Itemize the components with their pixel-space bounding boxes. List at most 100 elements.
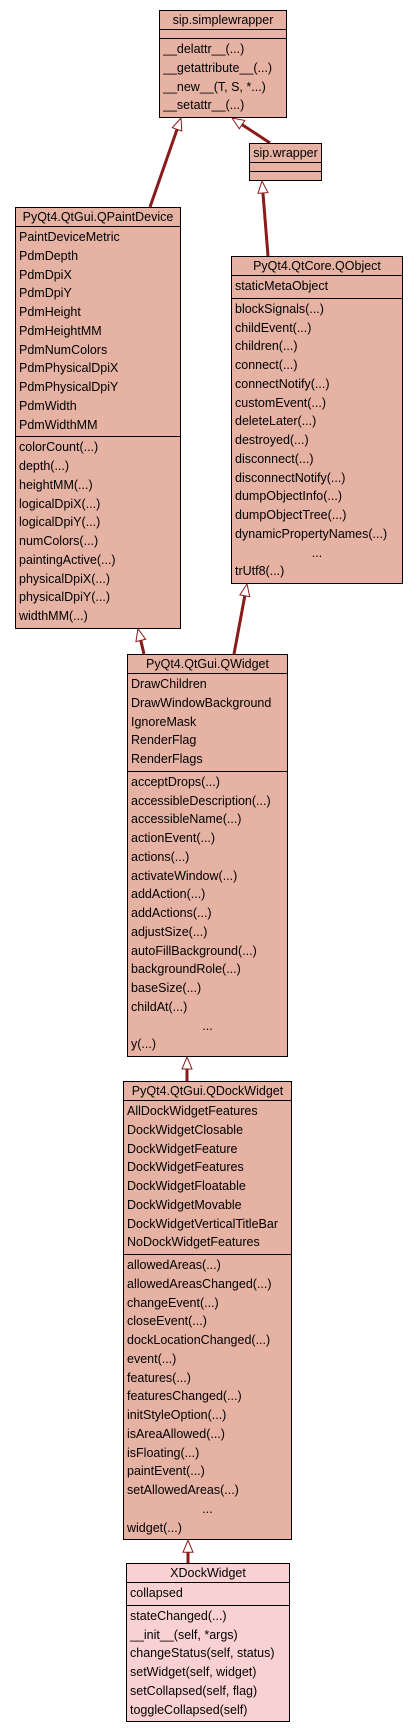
inheritance-arrowhead	[181, 1055, 193, 1070]
inheritance-edge	[148, 128, 179, 208]
method-row: deleteLater(...)	[235, 414, 317, 429]
method-row: childAt(...)	[131, 999, 188, 1014]
method-row: actionEvent(...)	[131, 831, 216, 845]
method-row: allowedAreasChanged(...)	[127, 1276, 272, 1291]
method-row: physicalDpiY(...)	[19, 590, 110, 605]
method-row: setWidget(self, widget)	[130, 1665, 257, 1679]
method-row: childEvent(...)	[235, 320, 312, 335]
class-box-qobject: PyQt4.QtCore.QObject staticMetaObject bloc…	[231, 256, 403, 584]
method-row: featuresChanged(...)	[127, 1389, 242, 1404]
class-methods-section: allowedAreas(...) allowedAreasChanged(...…	[124, 1255, 291, 1539]
method-row: heightMM(...)	[19, 477, 93, 492]
method-row: widthMM(...)	[19, 609, 88, 623]
class-title: sip.wrapper	[250, 144, 321, 163]
class-box-sip-simplewrapper: sip.simplewrapper __delattr__(...) __getat…	[159, 10, 287, 118]
method-row: changeStatus(self, status)	[130, 1646, 275, 1661]
attribute-row: PdmHeight	[19, 305, 81, 319]
method-row: closeEvent(...)	[127, 1314, 207, 1329]
method-row: logicalDpiX(...)	[19, 496, 101, 511]
attribute-row: DockWidgetMovable	[127, 1197, 242, 1212]
method-row: dumpObjectInfo(...)	[235, 489, 342, 504]
method-row: isFloating(...)	[127, 1445, 200, 1460]
method-row: stateChanged(...)	[130, 1608, 227, 1623]
method-row: allowedAreas(...)	[127, 1258, 221, 1272]
attribute-row: PdmWidthMM	[19, 417, 98, 432]
attribute-row: PdmWidth	[19, 398, 77, 413]
attribute-row: PdmDpiX	[19, 267, 72, 282]
attribute-row: DockWidgetFeatures	[127, 1160, 244, 1175]
class-methods-section: stateChanged(...) __init__(self, *args) ch…	[127, 1606, 289, 1722]
inheritance-edges	[135, 116, 271, 1563]
class-methods-section: acceptDrops(...)accessibleDescription(..…	[128, 772, 287, 1056]
inheritance-arrowhead	[230, 117, 246, 130]
method-row: baseSize(...)	[131, 981, 202, 995]
method-row: widget(...)	[127, 1520, 182, 1535]
attribute-row: DockWidgetVerticalTitleBar	[127, 1216, 278, 1231]
method-row: changeEvent(...)	[127, 1295, 219, 1310]
inheritance-arrowhead	[135, 627, 147, 643]
class-title: sip.simplewrapper	[160, 11, 286, 30]
attribute-row: PdmPhysicalDpiX	[19, 361, 119, 376]
class-methods-section: blockSignals(...)childEvent(...)children…	[232, 299, 402, 583]
class-attributes-section	[160, 30, 286, 39]
method-row: logicalDpiY(...)	[19, 515, 101, 530]
attribute-row: staticMetaObject	[235, 279, 329, 293]
attribute-row: DockWidgetClosable	[127, 1122, 244, 1137]
method-row: y(...)	[131, 1037, 156, 1052]
method-row: blockSignals(...)	[235, 301, 324, 316]
class-title: XDockWidget	[127, 1564, 289, 1583]
class-title: PyQt4.QtCore.QObject	[232, 257, 402, 276]
attribute-row: RenderFlag	[131, 733, 197, 748]
attribute-row: RenderFlags	[131, 752, 203, 766]
inheritance-edge	[232, 595, 247, 655]
class-methods-section: colorCount(...)depth(...)heightMM(...)lo…	[16, 437, 180, 628]
attribute-row: AllDockWidgetFeatures	[127, 1104, 258, 1118]
method-row: __getattribute__(...)	[163, 60, 273, 75]
inheritance-arrowhead	[171, 116, 183, 132]
attribute-row: PdmPhysicalDpiY	[19, 380, 119, 394]
method-row: paintingActive(...)	[19, 552, 116, 567]
attribute-row: collapsed	[130, 1586, 183, 1600]
method-row: connect(...)	[235, 358, 298, 372]
class-attributes-section	[250, 163, 321, 172]
inheritance-arrowhead	[182, 1538, 194, 1553]
method-row: disconnect(...)	[235, 451, 314, 466]
class-attributes-section: collapsed	[127, 1583, 289, 1606]
method-row: backgroundRole(...)	[131, 962, 241, 977]
method-row: accessibleName(...)	[131, 812, 242, 827]
method-row: __setattr__(...)	[163, 98, 245, 113]
method-row: dockLocationChanged(...)	[127, 1333, 271, 1347]
method-row: paintEvent(...)	[127, 1464, 205, 1479]
method-row: dynamicPropertyNames(...)	[235, 526, 388, 541]
inheritance-edge	[261, 192, 270, 257]
class-title: PyQt4.QtGui.QDockWidget	[124, 1082, 291, 1101]
method-row: connectNotify(...)	[235, 376, 330, 391]
method-row: numColors(...)	[19, 534, 99, 548]
method-row: __delattr__(...)	[163, 42, 245, 56]
attribute-row: DockWidgetFloatable	[127, 1179, 246, 1193]
method-row: ...	[311, 545, 323, 560]
method-row: setAllowedAreas(...)	[127, 1483, 239, 1497]
method-row: physicalDpiX(...)	[19, 571, 110, 586]
inheritance-arrowhead	[239, 582, 251, 598]
method-row: dumpObjectTree(...)	[235, 508, 347, 522]
attribute-row: DockWidgetFeature	[127, 1141, 238, 1156]
attribute-row: PdmNumColors	[19, 342, 108, 357]
method-row: customEvent(...)	[235, 395, 326, 410]
method-row: __init__(self, *args)	[130, 1627, 238, 1642]
method-row: colorCount(...)	[19, 440, 99, 455]
method-row: features(...)	[127, 1370, 191, 1385]
method-row: adjustSize(...)	[131, 924, 208, 939]
attribute-row: PdmHeightMM	[19, 323, 102, 338]
attribute-row: NoDockWidgetFeatures	[127, 1235, 260, 1250]
method-row: accessibleDescription(...)	[131, 793, 271, 808]
class-title: PyQt4.QtGui.QWidget	[128, 655, 287, 674]
method-row: setCollapsed(self, flag)	[130, 1683, 258, 1698]
class-box-sip-wrapper: sip.wrapper	[249, 143, 322, 181]
class-title: PyQt4.QtGui.QPaintDevice	[16, 208, 180, 227]
